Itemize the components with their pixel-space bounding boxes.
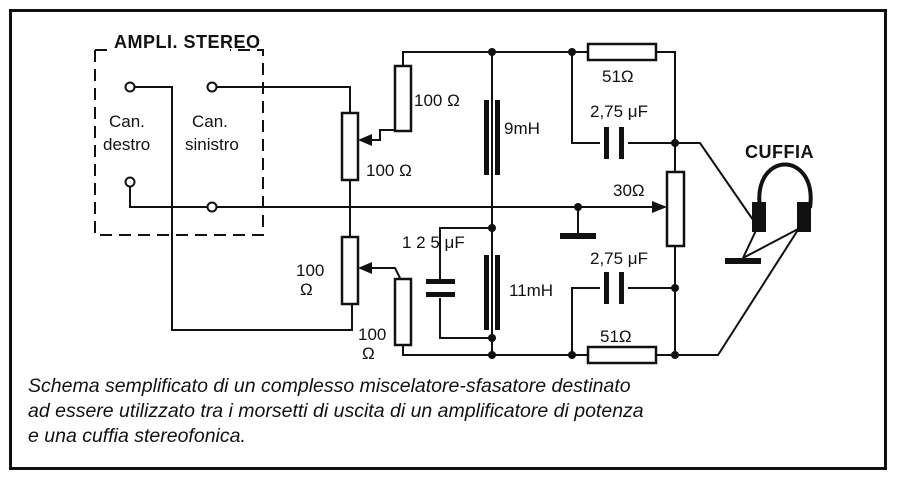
can-destro-label-1: Can.: [109, 112, 145, 131]
wires: [129, 51, 804, 356]
resistor-100-bottom: [393, 277, 413, 347]
capacitor-275uf-top: [604, 127, 624, 159]
junctions: [488, 48, 679, 359]
terminal-destro-top: [124, 81, 136, 93]
resistor-100-top: [393, 64, 413, 133]
can-destro-label-2: destro: [103, 135, 150, 154]
potentiometer-bottom: [340, 235, 372, 306]
ground-symbol: [560, 233, 596, 239]
label-125uf: 1 2 5 μF: [402, 233, 465, 252]
label-11mh: 11mH: [509, 281, 553, 300]
wiper-arrow-bottom: [358, 262, 372, 274]
label-100-top: 100 Ω: [414, 91, 460, 110]
label-51-bottom: 51Ω: [600, 327, 632, 346]
inductor-11mh: [484, 255, 500, 330]
resistor-51-top: [586, 42, 658, 62]
caption-line-2: ad essere utilizzato tra i morsetti di u…: [28, 400, 644, 422]
amplifier-box: AMPLI. STEREO Can. destro Can. sinistro: [94, 32, 264, 236]
wiper-arrow-top: [358, 134, 372, 146]
label-275-top: 2,75 μF: [590, 102, 648, 121]
capacitor-125uf: [426, 279, 455, 297]
label-100-pot: 100 Ω: [366, 161, 412, 180]
label-cuffia: CUFFIA: [745, 142, 814, 162]
can-sinistro-label-1: Can.: [192, 112, 228, 131]
resistor-51-bottom: [586, 345, 658, 365]
label-100-bottom-1: 100: [358, 325, 386, 344]
potentiometer-top: [340, 111, 372, 182]
inductor-9mh: [484, 100, 500, 175]
figure-caption: Schema semplificato di un complesso misc…: [28, 374, 878, 449]
headphones-icon: [752, 162, 813, 232]
ground-symbol-headset: [725, 258, 761, 264]
label-30: 30Ω: [613, 181, 645, 200]
wiper-arrow-30: [652, 201, 667, 213]
label-275-bottom: 2,75 μF: [590, 249, 648, 268]
caption-line-3: e una cuffia stereofonica.: [28, 425, 246, 447]
label-51-top: 51Ω: [602, 67, 634, 86]
diagram-frame: [9, 9, 887, 470]
label-100-left-2: Ω: [300, 280, 313, 299]
ampli-label: AMPLI. STEREO: [114, 32, 261, 52]
caption-line-1: Schema semplificato di un complesso misc…: [28, 375, 631, 397]
terminal-sinistro-bottom: [206, 201, 218, 213]
terminal-sinistro-top: [206, 81, 218, 93]
potentiometer-30: [652, 170, 686, 248]
can-sinistro-label-2: sinistro: [185, 135, 239, 154]
label-9mh: 9mH: [504, 119, 540, 138]
label-100-left-1: 100: [296, 261, 324, 280]
terminal-destro-bottom: [124, 176, 136, 188]
label-100-bottom-2: Ω: [362, 344, 375, 363]
capacitor-275uf-bottom: [604, 272, 624, 304]
